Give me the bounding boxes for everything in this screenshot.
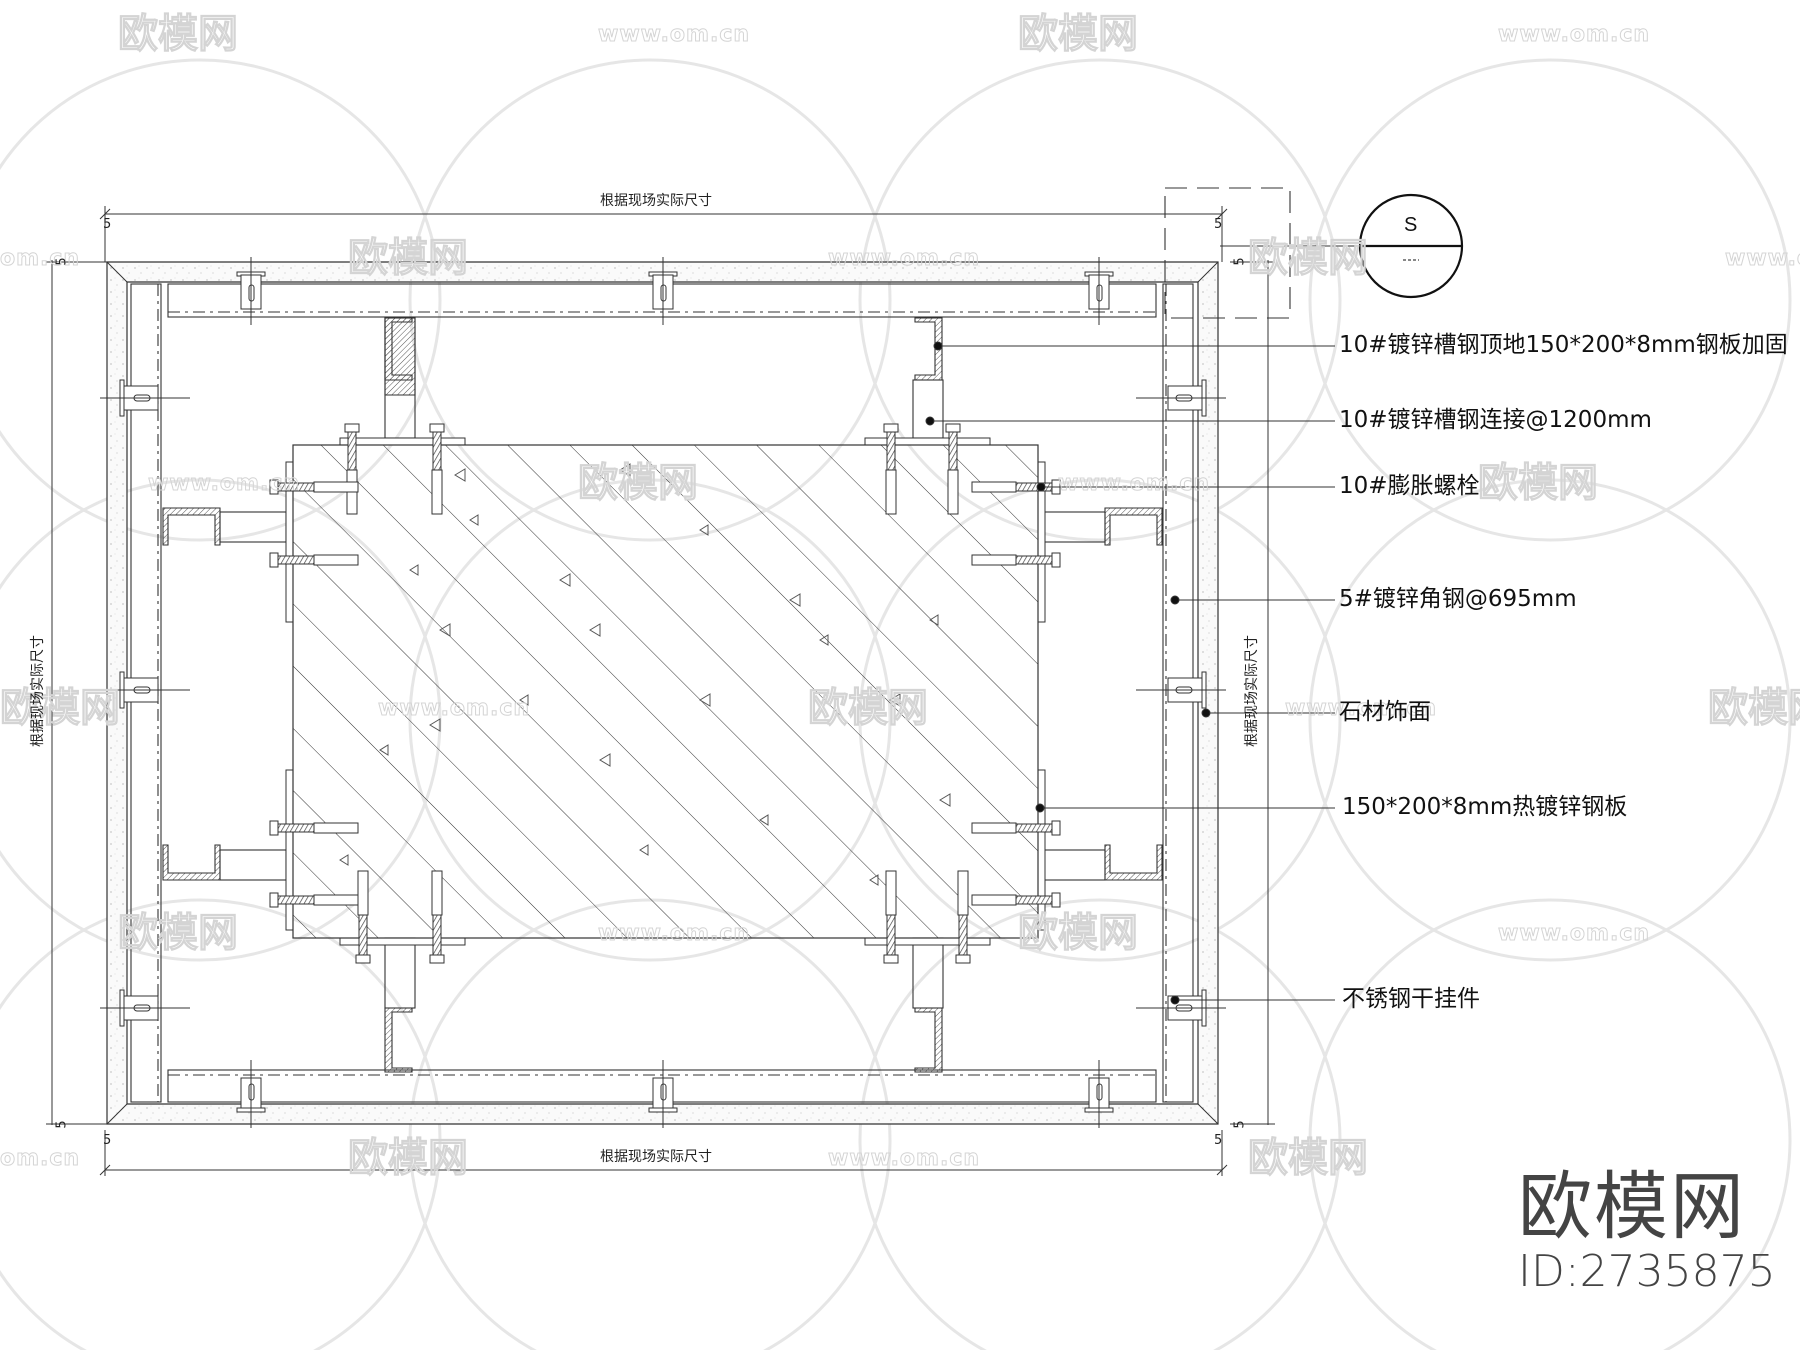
brand-block: 欧模网 ID:2735875 <box>1518 1170 1776 1294</box>
watermark-logo: 欧模网 <box>1708 685 1800 731</box>
callout-channel-steel-connection: 10#镀锌槽钢连接@1200mm <box>1339 407 1652 433</box>
watermark-logo: 欧模网 <box>1018 11 1139 57</box>
dimension-offset: 5 <box>103 217 112 232</box>
watermark-url: www.om.cn <box>1497 22 1651 47</box>
dimension-lines <box>46 206 1275 1176</box>
watermark-url: www.om.cn <box>147 471 301 496</box>
callout-expansion-bolt: 10#膨胀螺栓 <box>1339 473 1480 499</box>
watermark-url: www.om.cn <box>377 696 531 721</box>
dimension-offset: 5 <box>1214 217 1223 232</box>
dimension-top-label: 根据现场实际尺寸 <box>600 193 712 209</box>
callout-dry-hang-clip: 不锈钢干挂件 <box>1342 986 1480 1012</box>
brand-id: ID:2735875 <box>1518 1246 1776 1297</box>
brand-name: 欧模网 <box>1518 1164 1746 1250</box>
watermark-logo: 欧模网 <box>118 11 239 57</box>
callout-steel-plate: 150*200*8mm热镀锌钢板 <box>1342 794 1628 820</box>
watermark-logo: 欧模网 <box>118 910 239 956</box>
callout-angle-steel: 5#镀锌角钢@695mm <box>1339 586 1577 612</box>
leader-lines <box>925 245 1358 1005</box>
callout-stone-facing: 石材饰面 <box>1339 699 1431 725</box>
watermark-logo: 欧模网 <box>1478 460 1599 506</box>
watermark-url: www.om.cn <box>827 246 981 271</box>
watermark-logo: 欧模网 <box>348 235 469 281</box>
dimension-offset: 5 <box>1214 1133 1223 1148</box>
dimension-bottom-label: 根据现场实际尺寸 <box>600 1149 712 1165</box>
channel-steel <box>162 317 1163 1073</box>
watermark-logo: 欧模网 <box>808 685 929 731</box>
dimension-offset: 5 <box>54 257 70 266</box>
section-symbol-icon <box>1358 193 1464 299</box>
watermark-logo: 欧模网 <box>348 1135 469 1181</box>
dimension-left-label: 根据现场实际尺寸 <box>30 635 46 747</box>
watermark-url: www.om.cn <box>1284 696 1438 721</box>
watermark-url: www.om.cn <box>1057 471 1211 496</box>
stone-facing-frame <box>106 261 1219 1125</box>
watermark-logo: 欧模网 <box>1248 235 1369 281</box>
dimension-right-label: 根据现场实际尺寸 <box>1244 635 1260 747</box>
watermark-url: om.cn <box>0 1146 81 1171</box>
watermark-url: www.om.cn <box>1497 921 1651 946</box>
watermark-logo: 欧模网 <box>1248 1135 1369 1181</box>
watermark-url: www.om.cn <box>597 921 751 946</box>
watermark-url: om.cn <box>0 246 81 271</box>
dimension-offset: 5 <box>1232 1120 1248 1129</box>
watermark-logo: 欧模网 <box>0 685 121 731</box>
watermark-url: www.om.cn <box>827 1146 981 1171</box>
section-symbol-label: S <box>1404 214 1418 236</box>
watermark-url: www.om.cn <box>1724 246 1800 271</box>
dimension-offset: 5 <box>103 1133 112 1148</box>
expansion-bolts <box>269 423 1061 964</box>
dimension-offset: 5 <box>1232 257 1248 266</box>
concrete-column <box>292 444 1039 939</box>
dimension-offset: 5 <box>54 1120 70 1129</box>
callout-channel-steel-reinforce: 10#镀锌槽钢顶地150*200*8mm钢板加固 <box>1339 332 1788 358</box>
watermark-url: www.om.cn <box>597 22 751 47</box>
watermark-logo: 欧模网 <box>578 460 699 506</box>
watermark-logo: 欧模网 <box>1018 910 1139 956</box>
